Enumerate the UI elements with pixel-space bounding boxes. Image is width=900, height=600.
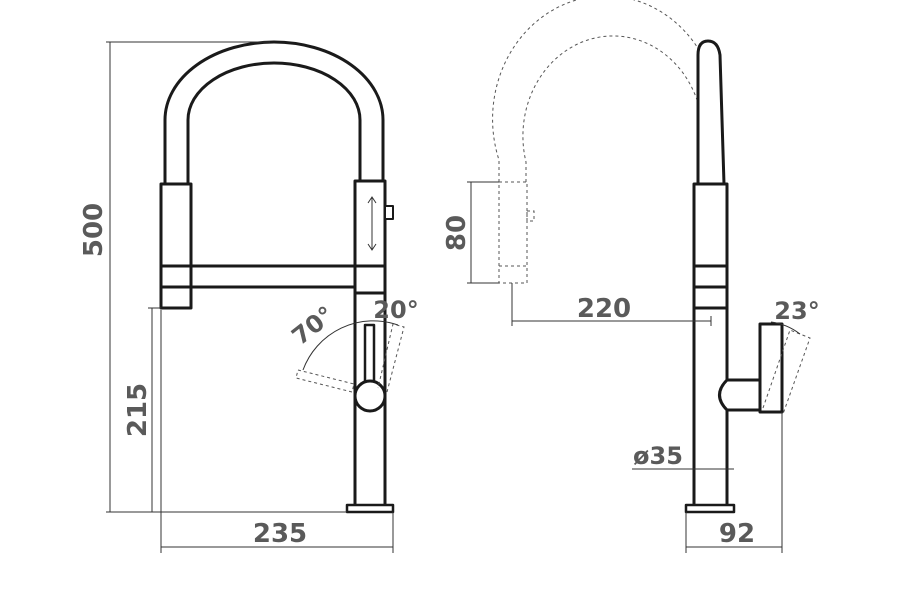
dim-side-depth-label: 92	[719, 519, 755, 549]
front-angle-arc	[302, 320, 399, 371]
sprayer-toggle-icon	[367, 196, 377, 251]
dim-total-height-label: 500	[79, 203, 109, 257]
side-sprayer-ghost-button	[526, 210, 535, 222]
front-lever-stem	[363, 323, 376, 387]
dim-angle-right-label: 20°	[373, 296, 418, 324]
front-sprayer	[353, 179, 387, 295]
dim-front-width-label: 235	[253, 519, 307, 549]
side-lever-ghost	[762, 329, 811, 415]
side-view	[492, 0, 811, 514]
side-dimensions: 80 220 23° ø35 92	[442, 181, 820, 553]
dim-reach-label: 220	[577, 294, 631, 324]
side-lever-arm	[718, 378, 762, 412]
front-sprayer-button	[384, 205, 394, 220]
dim-lever-angle-label: 23°	[774, 297, 819, 325]
front-arch-spout	[163, 40, 385, 187]
side-base	[684, 503, 736, 514]
side-spout-ghost-outer	[492, 0, 713, 182]
front-view	[159, 40, 405, 514]
side-upper-body	[692, 182, 729, 310]
side-angle-arc	[770, 321, 801, 335]
side-lower-body	[692, 306, 729, 508]
side-sprayer-ghost	[498, 181, 528, 284]
dim-sprayer-length-label: 80	[442, 215, 472, 251]
front-base	[345, 503, 395, 514]
dim-spout-height-label: 215	[123, 383, 153, 437]
front-lever-knob	[353, 379, 387, 413]
dim-body-diameter-label: ø35	[633, 442, 683, 470]
front-arch-spout-inner	[186, 61, 362, 187]
side-spout-ghost-inner	[522, 35, 701, 182]
front-lever-ghost-left	[295, 369, 355, 393]
side-spout-neck	[696, 39, 726, 186]
dim-angle-left-label: 70°	[287, 301, 340, 351]
front-lever-ghost-right	[377, 323, 405, 393]
front-horizontal-arm	[189, 264, 357, 289]
front-left-holder	[159, 182, 193, 310]
side-lever-handle	[758, 322, 784, 414]
